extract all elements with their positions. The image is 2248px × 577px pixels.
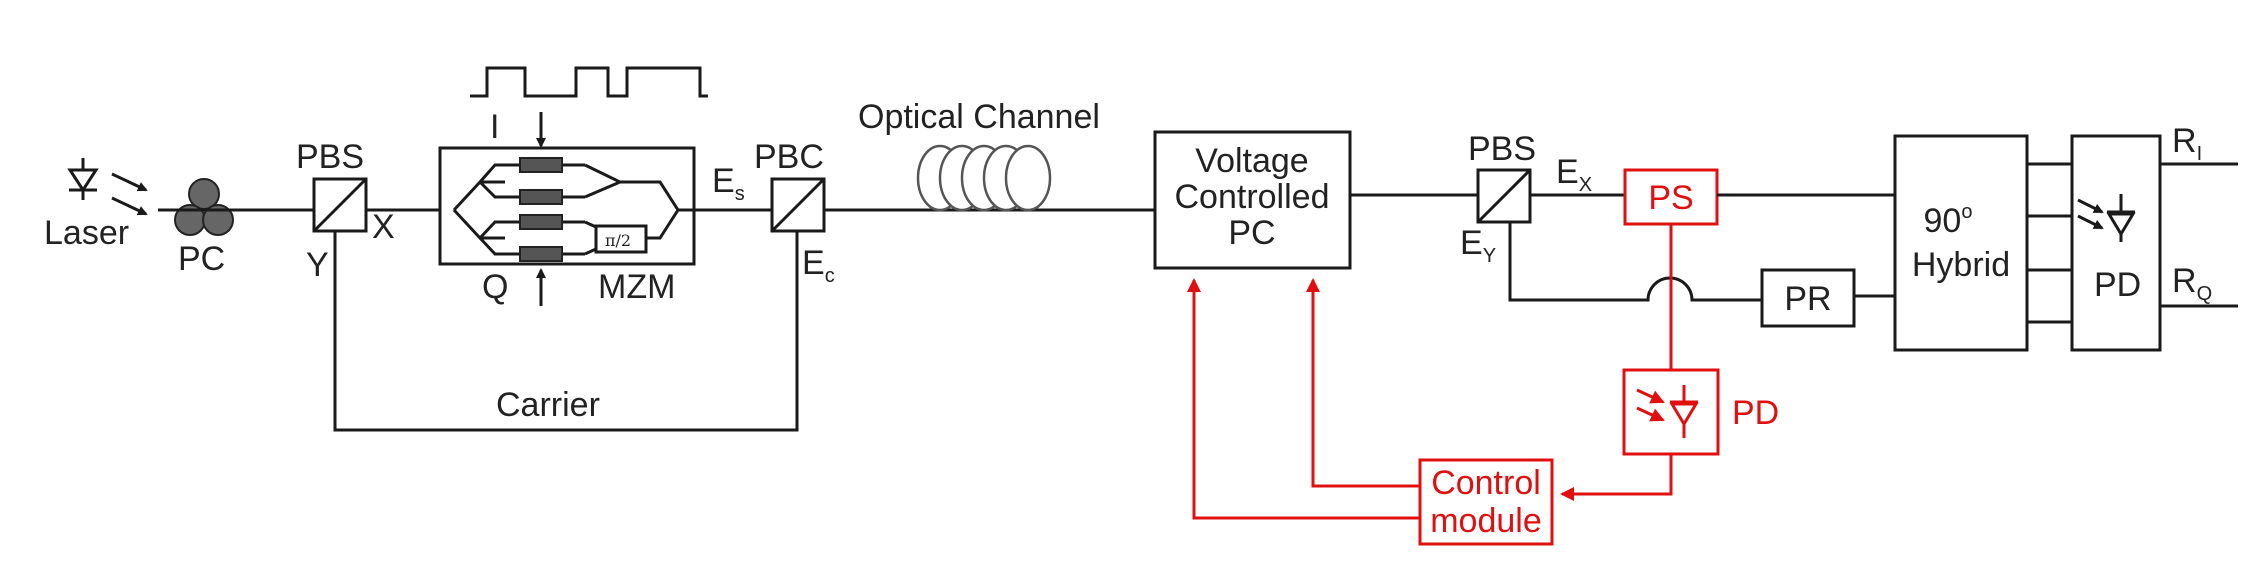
control-line2: module bbox=[1430, 502, 1542, 540]
pbs-tx-label: PBS bbox=[296, 138, 364, 176]
pbs-rx-icon bbox=[1476, 168, 1532, 224]
mzm-modulator bbox=[438, 146, 696, 266]
pc-label: PC bbox=[178, 240, 225, 278]
polarization-controller-icon bbox=[174, 178, 234, 236]
i-arm-label: I bbox=[490, 108, 499, 146]
laser-diode-icon bbox=[67, 158, 148, 216]
carrier-path bbox=[333, 231, 799, 432]
control-module-box bbox=[1418, 458, 1554, 546]
x-branch-label: X bbox=[372, 208, 395, 246]
hybrid-label: Hybrid bbox=[1912, 246, 2010, 284]
voltage-controlled-pc-box bbox=[1153, 130, 1352, 270]
laser-label: Laser bbox=[44, 214, 129, 252]
carrier-label: Carrier bbox=[496, 386, 600, 424]
pbc-label: PBC bbox=[754, 138, 824, 176]
q-arm-label: Q bbox=[482, 268, 508, 306]
y-branch-label: Y bbox=[306, 246, 329, 284]
hybrid-to-pd-lines bbox=[2027, 162, 2072, 324]
y-polarization-path bbox=[1508, 222, 1762, 302]
vcpc-line3: PC bbox=[1228, 214, 1275, 252]
pi-over-2-label: π/2 bbox=[605, 231, 631, 250]
fiber-coil-icon bbox=[916, 144, 1052, 212]
rq-label: RQ bbox=[2172, 262, 2212, 305]
ex-label: EX bbox=[1556, 153, 1592, 196]
ps-label: PS bbox=[1648, 179, 1693, 217]
pd-monitor-label: PD bbox=[1732, 394, 1779, 432]
ri-label: RI bbox=[2172, 122, 2202, 165]
pd-to-control-path bbox=[1560, 454, 1673, 501]
photodiode-icon bbox=[2077, 194, 2136, 242]
pbc-icon bbox=[770, 177, 826, 233]
monitor-photodiode-icon bbox=[1636, 385, 1699, 438]
balanced-pd-box bbox=[2070, 134, 2162, 352]
ey-label: EY bbox=[1460, 224, 1496, 267]
pr-label: PR bbox=[1784, 280, 1831, 318]
monitor-pd-box bbox=[1622, 368, 1720, 456]
control-to-vcpc-path-1 bbox=[1306, 278, 1420, 488]
polarization-rotator-box bbox=[1760, 268, 1856, 328]
ec-label: Ec bbox=[802, 244, 835, 287]
optical-channel-label: Optical Channel bbox=[858, 98, 1100, 136]
control-line1: Control bbox=[1431, 464, 1541, 502]
control-to-vcpc-path-2 bbox=[1187, 278, 1420, 520]
data-waveform-icon bbox=[470, 66, 708, 98]
pbs-tx-icon bbox=[312, 177, 368, 233]
es-label: Es bbox=[712, 162, 745, 205]
pbs-rx-label: PBS bbox=[1468, 130, 1536, 168]
vcpc-line1: Voltage bbox=[1195, 142, 1308, 180]
hybrid-deg-label: 90o bbox=[1924, 201, 1973, 240]
mzm-label: MZM bbox=[598, 268, 675, 306]
pd-rx-label: PD bbox=[2094, 266, 2141, 304]
hybrid-90-box bbox=[1893, 134, 2029, 352]
vcpc-line2: Controlled bbox=[1175, 178, 1330, 216]
